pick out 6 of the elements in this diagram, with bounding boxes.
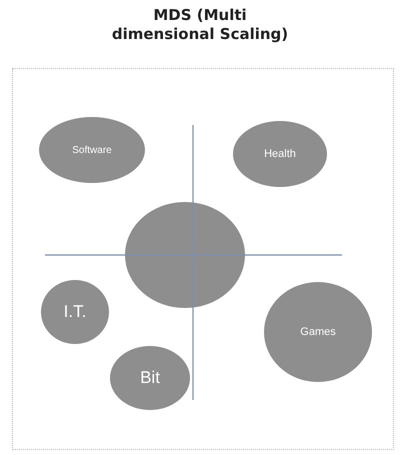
bubble: Games — [264, 282, 372, 382]
bubble: I.T. — [41, 280, 109, 344]
bubble: Bit — [110, 346, 190, 410]
bubble: Software — [39, 117, 145, 183]
bubble: Health — [233, 121, 327, 187]
title: MDS (Multi dimensional Scaling) — [110, 6, 290, 44]
